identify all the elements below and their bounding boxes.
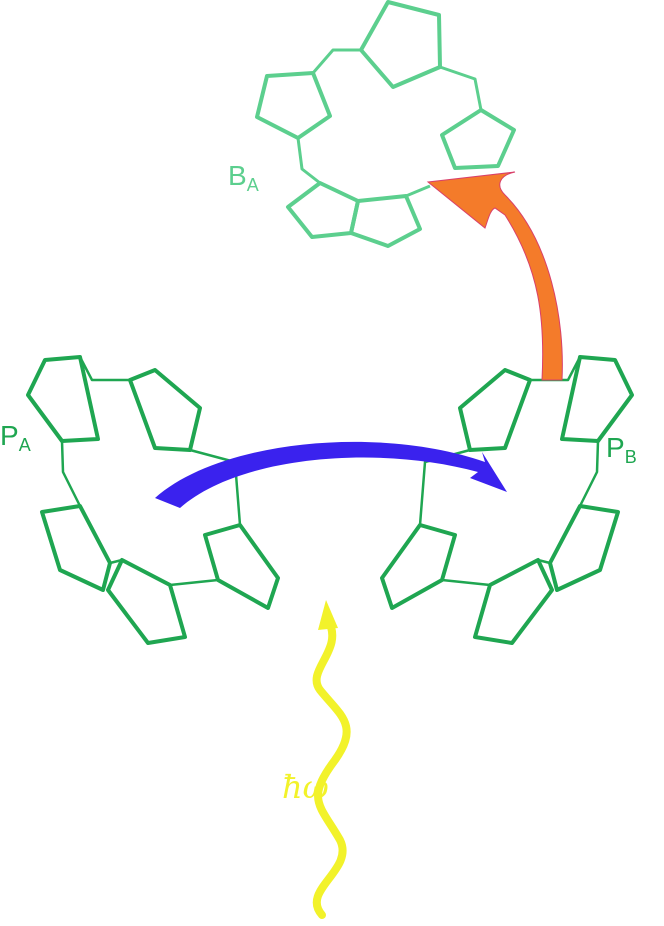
photon-wave xyxy=(312,600,351,919)
label-photon: ħω xyxy=(282,768,329,806)
label-pb-main: P xyxy=(606,432,625,463)
label-pa: PA xyxy=(0,420,31,456)
label-ba-sub: A xyxy=(246,175,259,195)
label-pb-sub: B xyxy=(624,447,637,467)
ring-pa xyxy=(26,355,280,645)
electron-transfer-arrow xyxy=(426,171,563,381)
label-ba: BA xyxy=(228,160,259,196)
ring-pb xyxy=(380,355,634,645)
label-pa-sub: A xyxy=(18,435,31,455)
label-pa-main: P xyxy=(0,420,19,451)
label-ba-main: B xyxy=(228,160,247,191)
energy-transfer-arrow xyxy=(155,441,507,508)
label-pb: PB xyxy=(606,432,637,468)
ring-ba xyxy=(255,0,516,248)
